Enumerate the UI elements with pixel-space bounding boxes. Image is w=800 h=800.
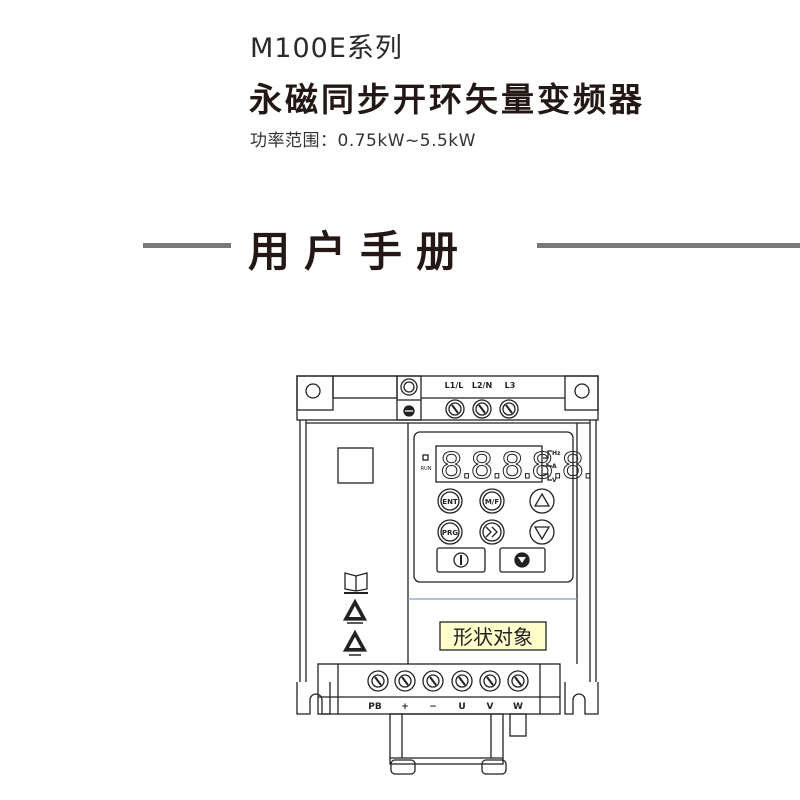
bottom-terminal-band xyxy=(296,663,599,715)
product-title: 永磁同步开环矢量变频器 xyxy=(249,80,645,119)
terminal-label-l2: L2/N xyxy=(472,381,492,390)
right-rule-divider xyxy=(537,243,800,248)
enter-key[interactable]: ENT xyxy=(437,488,463,514)
unit-v: V xyxy=(552,477,557,484)
shape-placeholder: 形状对象 xyxy=(439,621,547,651)
down-arrow-key[interactable] xyxy=(529,519,555,545)
program-key[interactable]: PRG xyxy=(437,519,463,545)
run-indicator: RUN xyxy=(421,466,432,472)
housing xyxy=(299,420,597,682)
series-name: M100E系列 xyxy=(250,33,403,64)
up-arrow-key[interactable] xyxy=(529,488,555,514)
svg-text:PRG: PRG xyxy=(442,529,459,537)
left-rule-divider xyxy=(143,243,231,248)
status-window xyxy=(337,447,374,484)
terminal-label-u: U xyxy=(458,702,465,712)
led-display: 8.8.8.8.8. xyxy=(440,446,592,487)
screw-icon xyxy=(507,670,529,692)
screw-icon xyxy=(451,670,473,692)
input-screw-icons xyxy=(445,399,519,419)
screw-icon xyxy=(367,670,389,692)
top-terminal-band xyxy=(296,375,599,421)
screw-icon xyxy=(445,399,465,419)
screw-icon xyxy=(422,670,444,692)
screw-icon xyxy=(394,670,416,692)
terminal-label-w: W xyxy=(513,702,523,712)
terminal-label-minus: − xyxy=(429,702,437,712)
terminal-label-pb: PB xyxy=(368,702,382,712)
power-range: 功率范围：0.75kW~5.5kW xyxy=(250,131,476,151)
terminal-label-plus: + xyxy=(401,702,409,712)
stop-key[interactable] xyxy=(499,547,546,573)
multi-function-key[interactable]: M/F xyxy=(479,488,505,514)
svg-text:形状对象: 形状对象 xyxy=(453,625,533,649)
warning-shock-icon xyxy=(342,598,368,624)
cooling-fan-housing xyxy=(389,713,527,775)
manual-book-icon xyxy=(344,572,368,594)
output-screw-icons xyxy=(367,670,529,692)
unit-a: A xyxy=(552,463,557,470)
screw-icon xyxy=(499,399,519,419)
terminal-label-v: V xyxy=(487,702,494,712)
terminal-label-l3: L3 xyxy=(505,381,516,390)
warning-hot-icon xyxy=(342,629,368,656)
shift-key[interactable] xyxy=(479,519,505,545)
screw-icon xyxy=(479,670,501,692)
keypad-panel: 8.8.8.8.8. RUN Hz A V xyxy=(413,431,594,583)
run-key[interactable] xyxy=(436,547,486,573)
screw-icon xyxy=(472,399,492,419)
svg-text:ENT: ENT xyxy=(442,498,458,506)
unit-hz: Hz xyxy=(552,450,561,457)
manual-title: 用户手册 xyxy=(248,227,473,276)
terminal-label-l1: L1/L xyxy=(445,381,464,390)
ground-terminal-icon xyxy=(396,375,422,421)
svg-text:M/F: M/F xyxy=(485,498,500,506)
